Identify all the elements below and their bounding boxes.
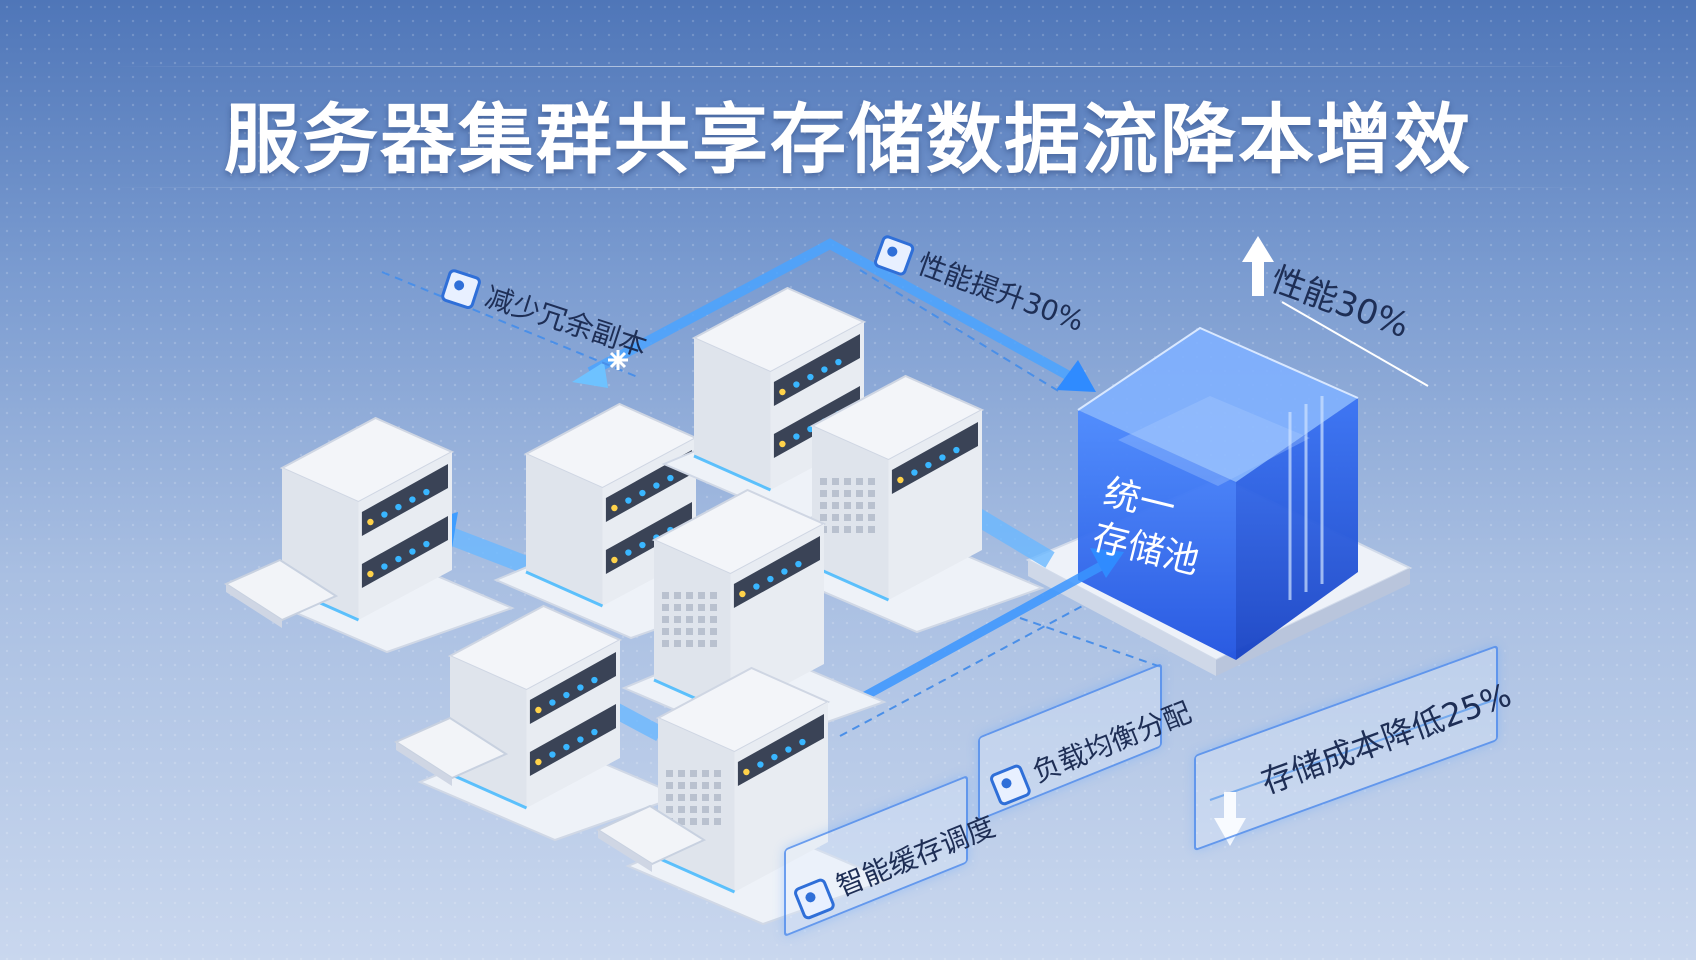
page-title: 服务器集群共享存储数据流降本增效	[224, 95, 1472, 184]
pool-platform-edge-right	[1216, 568, 1410, 676]
storage-pool	[1025, 326, 1413, 676]
cube-front	[1078, 410, 1236, 660]
cube-side	[1236, 398, 1358, 660]
arrow-down-icon	[1214, 792, 1246, 846]
title-top-rule	[110, 66, 1590, 67]
title-bottom-rule	[110, 187, 1590, 188]
keyboard-3	[595, 804, 707, 872]
keyboard-2	[393, 716, 509, 786]
server-2	[493, 402, 759, 640]
flow-left-arrowhead	[572, 362, 608, 388]
cube-top	[1078, 328, 1358, 482]
flow-top-loop	[587, 238, 1083, 387]
arrow-up-icon	[1242, 236, 1274, 296]
sparkle-icon	[608, 350, 628, 370]
flow-bottom-main	[833, 556, 1115, 716]
keyboard-1	[223, 558, 339, 628]
flow-bottom-arrowhead	[1090, 548, 1124, 578]
server-1	[249, 416, 515, 654]
keyboards	[223, 558, 707, 872]
pool-platform-edge	[1028, 560, 1216, 676]
cube-inner	[1118, 396, 1310, 486]
server-4	[779, 374, 1045, 634]
flow-top-arrowhead	[1056, 360, 1096, 392]
